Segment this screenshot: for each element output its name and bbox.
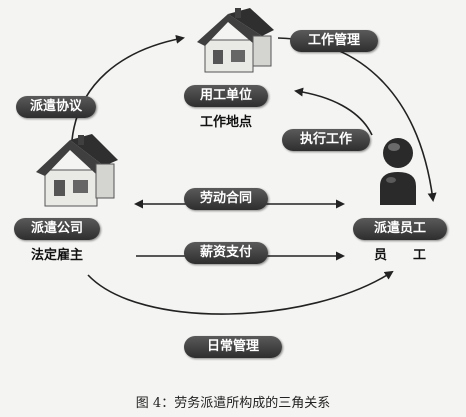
arrow-daily-management — [87, 270, 394, 315]
employee-label: 派遣员工 — [353, 218, 447, 240]
agency-label: 派遣公司 — [14, 218, 100, 240]
arrow-agency-to-workplace — [71, 34, 185, 141]
dispatch-agreement-label: 派遣协议 — [16, 96, 96, 118]
work-management-label: 工作管理 — [290, 30, 378, 52]
agency-sublabel: 法定雇主 — [30, 248, 83, 263]
employee-person-icon — [380, 138, 416, 205]
labor-contract-label: 劳动合同 — [184, 188, 268, 210]
workplace-sublabel: 工作地点 — [199, 115, 252, 130]
execute-work-label: 执行工作 — [282, 129, 370, 151]
workplace-house-icon — [197, 8, 274, 73]
arrow-employee-to-workplace — [294, 87, 373, 136]
workplace-label: 用工单位 — [184, 85, 268, 107]
salary-payment-label: 薪资支付 — [184, 242, 268, 264]
agency-house-icon — [36, 134, 118, 207]
daily-management-label: 日常管理 — [184, 336, 282, 358]
employee-sublabel: 员 工 — [373, 248, 426, 263]
figure-caption: 图 4：劳务派遣所构成的三角关系 — [135, 396, 331, 411]
